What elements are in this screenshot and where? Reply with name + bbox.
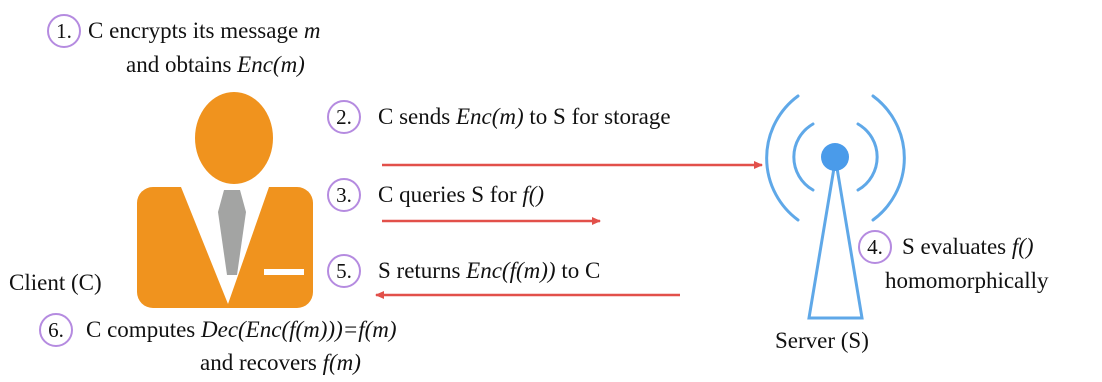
step-4-em: f() (1011, 234, 1034, 259)
person-head (195, 92, 273, 184)
step-6-number: 6. (39, 313, 73, 347)
step-1-text: C encrypts its message (88, 18, 304, 43)
step-3-label: C queries S for f() (378, 182, 544, 208)
step-5-post: to C (555, 258, 601, 283)
tie-icon (218, 190, 246, 275)
step-5-em: Enc(f(m)) (466, 258, 556, 283)
pocket-square (264, 269, 304, 275)
step-2-pre: C sends (378, 104, 456, 129)
step-5-number: 5. (327, 254, 361, 288)
client-label: Client (C) (9, 270, 102, 295)
step-2-post: to S for storage (523, 104, 671, 129)
step-5-pre: S returns (378, 258, 467, 283)
step-3-number: 3. (327, 178, 361, 212)
step-1-line2-em: Enc(m) (237, 52, 305, 77)
step-6-pre: C computes (86, 317, 201, 342)
step-1-number: 1. (47, 14, 81, 48)
server-label: Server (S) (775, 328, 869, 353)
step-6-line2: and recovers f(m) (200, 350, 361, 376)
step-4-label: S evaluates f() (902, 234, 1034, 260)
antenna-tower (807, 166, 864, 320)
step-6-em: Dec(Enc(f(m)))=f(m) (201, 317, 397, 342)
step-4-number: 4. (858, 230, 892, 264)
step-3-pre: C queries S for (378, 182, 523, 207)
step-4-line2: homomorphically (885, 268, 1049, 293)
step-5-label: S returns Enc(f(m)) to C (378, 258, 600, 284)
step-1-line2: and obtains Enc(m) (126, 52, 305, 78)
step-1-line1: C encrypts its message m (88, 18, 321, 44)
signal-left-inner (792, 122, 815, 192)
step-6-line2-pre: and recovers (200, 350, 323, 375)
step-2-em: Enc(m) (455, 104, 524, 129)
step-6-label: C computes Dec(Enc(f(m)))=f(m) (86, 317, 397, 343)
step-6-line2-em: f(m) (322, 350, 361, 375)
person-icon (137, 92, 313, 308)
step-2-label: C sends Enc(m) to S for storage (378, 104, 671, 130)
step-1-line2-text: and obtains (126, 52, 238, 77)
antenna-dot (821, 143, 849, 171)
signal-right-outer (871, 94, 906, 222)
step-2-number: 2. (327, 100, 361, 134)
antenna-icon (765, 94, 906, 320)
step-4-pre: S evaluates (902, 234, 1012, 259)
signal-right-inner (856, 122, 879, 192)
step-1-em: m (303, 18, 321, 43)
signal-left-outer (765, 94, 800, 222)
step-3-em: f() (522, 182, 545, 207)
